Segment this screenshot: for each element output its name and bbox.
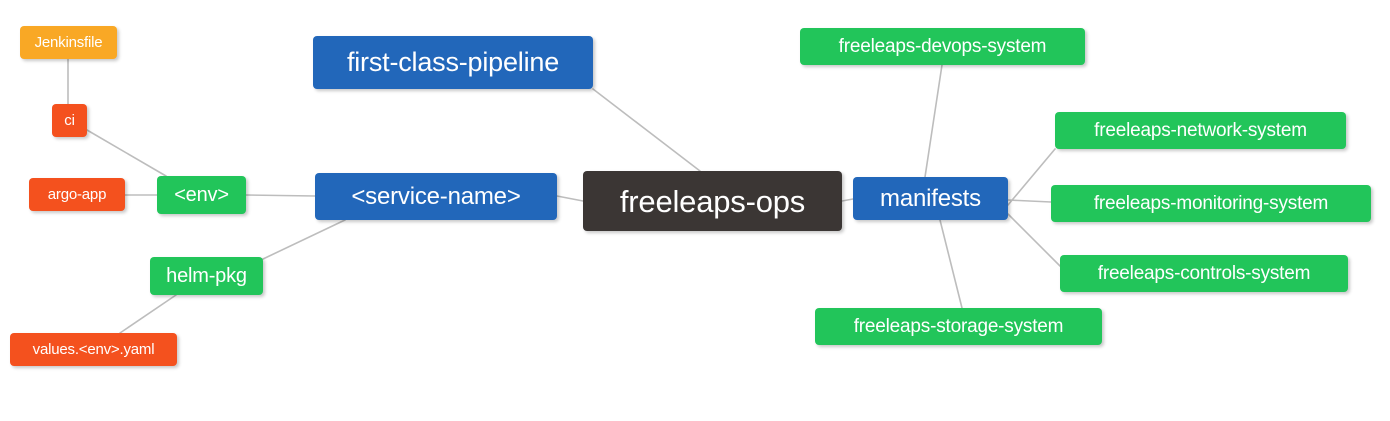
mindmap-node-label: freeleaps-controls-system	[1097, 263, 1311, 284]
mindmap-node-label: ci	[64, 112, 75, 129]
mindmap-node-freeleaps-devops-system[interactable]: freeleaps-devops-system	[800, 28, 1085, 65]
mindmap-node-label: <env>	[174, 184, 229, 206]
mindmap-node-values-yaml[interactable]: values.<env>.yaml	[10, 333, 177, 366]
mindmap-node-freeleaps-network-system[interactable]: freeleaps-network-system	[1055, 112, 1346, 149]
edge-manifests-monitoring	[1007, 199, 1052, 203]
mindmap-node-label: freeleaps-ops	[619, 183, 806, 219]
edge-manifests-devops	[924, 64, 943, 178]
mindmap-node-freeleaps-controls-system[interactable]: freeleaps-controls-system	[1060, 255, 1348, 292]
mindmap-node-argo-app[interactable]: argo-app	[29, 178, 125, 211]
edge-root-pipeline	[592, 88, 701, 172]
mindmap-node-helm-pkg[interactable]: helm-pkg	[150, 257, 263, 295]
mindmap-node-freeleaps-storage-system[interactable]: freeleaps-storage-system	[815, 308, 1102, 345]
mindmap-node-label: manifests	[880, 184, 981, 212]
edge-service-helm	[262, 219, 346, 260]
edge-manifests-network	[1007, 148, 1056, 206]
mindmap-node-label: helm-pkg	[166, 265, 247, 287]
edge-root-manifests	[841, 198, 854, 202]
mindmap-node-label: freeleaps-storage-system	[853, 316, 1064, 337]
mindmap-node-freeleaps-ops[interactable]: freeleaps-ops	[583, 171, 842, 231]
mindmap-node-ci[interactable]: ci	[52, 104, 87, 137]
edge-helm-values	[119, 294, 177, 334]
edge-manifests-controls	[1007, 213, 1061, 267]
mindmap-node-env[interactable]: <env>	[157, 176, 246, 214]
edge-manifests-storage	[939, 219, 963, 309]
mindmap-node-manifests[interactable]: manifests	[853, 177, 1008, 220]
edge-service-env	[245, 194, 316, 197]
edge-env-ci	[86, 129, 167, 177]
mindmap-node-label: Jenkinsfile	[34, 34, 103, 51]
mindmap-node-label: freeleaps-monitoring-system	[1093, 193, 1329, 214]
mindmap-node-label: freeleaps-devops-system	[838, 36, 1047, 57]
mindmap-node-label: first-class-pipeline	[346, 47, 560, 77]
edge-root-service	[556, 195, 584, 202]
mindmap-node-freeleaps-monitoring-system[interactable]: freeleaps-monitoring-system	[1051, 185, 1371, 222]
mindmap-node-jenkinsfile[interactable]: Jenkinsfile	[20, 26, 117, 59]
mindmap-node-label: <service-name>	[351, 182, 521, 210]
mindmap-node-service-name[interactable]: <service-name>	[315, 173, 557, 220]
mindmap-node-label: freeleaps-network-system	[1094, 120, 1307, 141]
mindmap-node-label: values.<env>.yaml	[32, 341, 155, 358]
mindmap-node-label: argo-app	[47, 186, 107, 203]
mindmap-node-first-class-pipeline[interactable]: first-class-pipeline	[313, 36, 593, 89]
